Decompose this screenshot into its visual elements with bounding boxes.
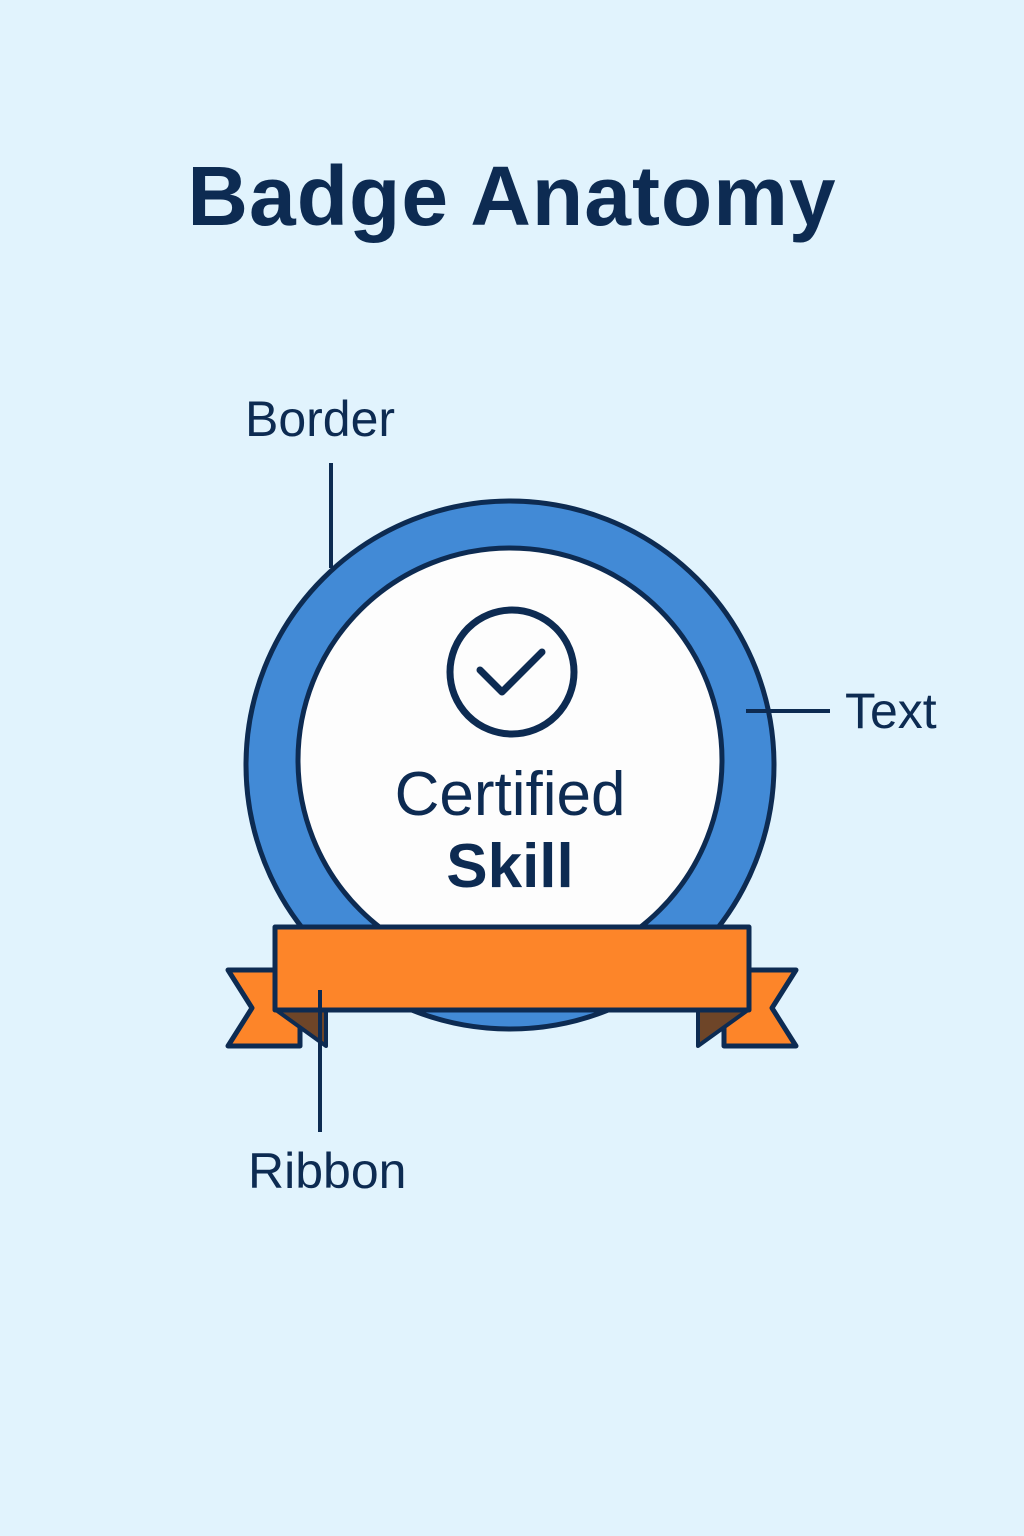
- check-circle-icon: [446, 606, 578, 738]
- diagram-title: Badge Anatomy: [187, 149, 837, 243]
- ribbon-label: Ribbon: [248, 1143, 407, 1199]
- badge-text-line1: Certified: [394, 760, 626, 829]
- ribbon-band: [272, 924, 752, 1013]
- badge-text-line2: Skill: [446, 832, 574, 901]
- border-label: Border: [245, 391, 396, 447]
- text-label: Text: [845, 683, 937, 739]
